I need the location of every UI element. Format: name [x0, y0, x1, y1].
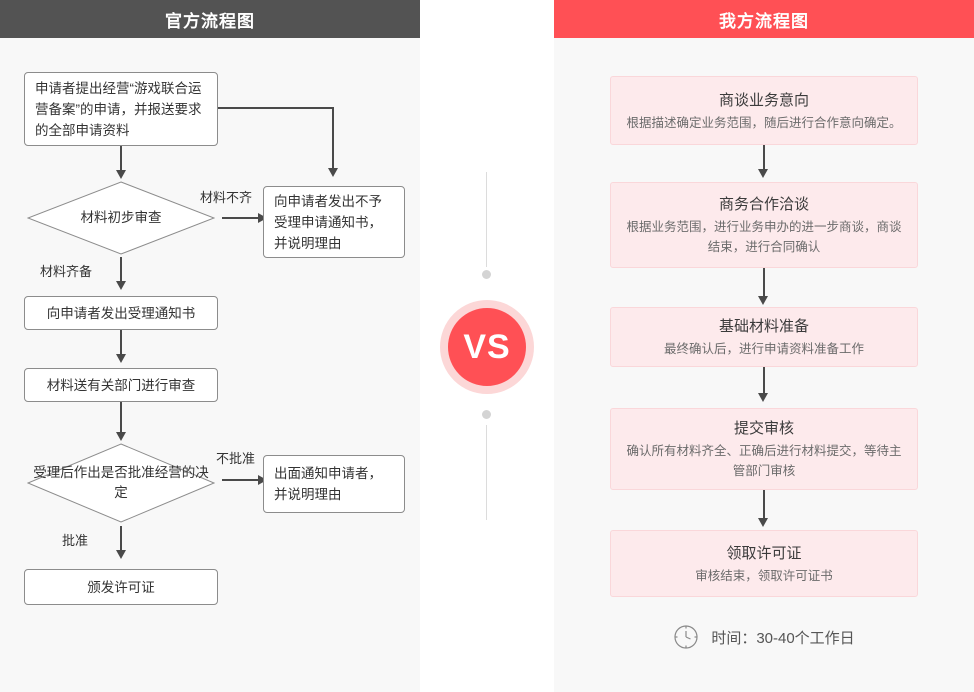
official-flow-panel: 官方流程图 申请者提出经营“游戏联合运营备案”的申请，并报送要求的全部申请资料 … [0, 0, 420, 692]
connector-n1-n2-line [120, 146, 122, 172]
vs-line-bottom [486, 425, 487, 520]
flow-node-text: 材料送有关部门进行审查 [46, 377, 196, 393]
connector-n6-n7-arrow [258, 475, 267, 485]
connector-n1-n2-arrow [116, 170, 126, 179]
flow-node-text: 申请者提出经营“游戏联合运营备案”的申请，并报送要求的全部申请资料 [35, 80, 202, 138]
connector-n1-n3-vline [332, 107, 334, 170]
duration-text: 时间：30-40个工作日 [711, 629, 855, 647]
flow-node-application-submit: 申请者提出经营“游戏联合运营备案”的申请，并报送要求的全部申请资料 [24, 72, 218, 146]
diamond-shape-icon [27, 443, 215, 523]
flow-node-text: 受理后作出是否批准经营的决定 [33, 465, 209, 500]
step-title: 商务合作洽谈 [718, 196, 809, 213]
step-card-2: 商务合作洽谈 根据业务范围，进行业务申办的进一步商谈，商谈结束，进行合同确认 [610, 182, 918, 268]
edge-label-approved: 批准 [62, 533, 89, 548]
flow-node-rejection-inform: 出面通知申请者，并说明理由 [263, 455, 405, 513]
step-title: 基础材料准备 [718, 318, 809, 335]
duration-row: 时间：30-40个工作日 [610, 620, 918, 654]
step-connector-1-line [763, 145, 765, 171]
edge-label-not-approved: 不批准 [216, 451, 256, 466]
connector-n2-n3-line [222, 217, 260, 219]
connector-n5-n6-arrow [116, 432, 126, 441]
official-panel-title: 官方流程图 [0, 0, 420, 38]
our-panel-title: 我方流程图 [554, 0, 974, 38]
vs-line-top [486, 172, 487, 267]
flow-node-text: 向申请者发出不予受理申请通知书，并说明理由 [274, 193, 382, 251]
flow-node-text: 颁发许可证 [87, 579, 155, 595]
edge-label-material-complete: 材料齐备 [40, 264, 93, 279]
flow-node-text: 出面通知申请者，并说明理由 [274, 466, 382, 502]
vs-label: VS [463, 327, 511, 366]
step-connector-2-arrow [758, 296, 768, 305]
edge-label-material-incomplete: 材料不齐 [200, 190, 253, 205]
step-title: 领取许可证 [726, 544, 802, 562]
step-connector-3-line [763, 367, 765, 395]
clock-icon [674, 625, 698, 649]
step-connector-4-line [763, 490, 765, 520]
step-connector-3-arrow [758, 393, 768, 402]
flow-node-text: 向申请者发出受理通知书 [46, 305, 196, 321]
flow-node-acceptance-notice: 向申请者发出受理通知书 [24, 296, 218, 330]
step-title: 商谈业务意向 [718, 91, 809, 109]
step-desc: 审核结束，领取许可证书 [695, 568, 833, 583]
connector-n2-n4-line [120, 257, 122, 283]
connector-n6-n8-line [120, 526, 122, 552]
step-card-4: 提交审核 确认所有材料齐全、正确后进行材料提交，等待主管部门审核 [610, 408, 918, 490]
flow-node-approval-decision: 受理后作出是否批准经营的决定 [27, 443, 215, 523]
connector-n2-n4-arrow [116, 281, 126, 290]
connector-n4-n5-line [120, 330, 122, 356]
flow-node-issue-license: 颁发许可证 [24, 569, 218, 605]
step-desc: 根据描述确定业务范围，随后进行合作意向确定。 [626, 115, 902, 130]
vs-badge: VS [440, 300, 534, 394]
step-desc: 根据业务范围，进行业务申办的进一步商谈，商谈结束，进行合同确认 [626, 220, 902, 254]
connector-n1-n3-arrow [328, 168, 338, 177]
vs-dot-bottom [482, 410, 491, 419]
step-card-3: 基础材料准备 最终确认后，进行申请资料准备工作 [610, 307, 918, 367]
step-card-5: 领取许可证 审核结束，领取许可证书 [610, 530, 918, 597]
step-connector-4-arrow [758, 518, 768, 527]
connector-n6-n8-arrow [116, 550, 126, 559]
step-desc: 最终确认后，进行申请资料准备工作 [663, 342, 864, 356]
connector-n5-n6-line [120, 402, 122, 434]
step-desc: 确认所有材料齐全、正确后进行材料提交，等待主管部门审核 [626, 444, 902, 478]
flow-node-initial-review: 材料初步审查 [27, 181, 215, 255]
vs-dot-top [482, 270, 491, 279]
step-connector-2-line [763, 268, 765, 298]
step-card-1: 商谈业务意向 根据描述确定业务范围，随后进行合作意向确定。 [610, 76, 918, 145]
flow-node-text: 材料初步审查 [80, 210, 162, 225]
step-connector-1-arrow [758, 169, 768, 178]
connector-n1-n3-hline [218, 107, 334, 109]
connector-n2-n3-arrow [258, 213, 267, 223]
flow-node-department-review: 材料送有关部门进行审查 [24, 368, 218, 402]
connector-n6-n7-line [222, 479, 260, 481]
connector-n4-n5-arrow [116, 354, 126, 363]
diamond-shape-icon [27, 181, 215, 255]
flow-node-rejection-notice: 向申请者发出不予受理申请通知书，并说明理由 [263, 186, 405, 258]
step-title: 提交审核 [733, 420, 794, 437]
